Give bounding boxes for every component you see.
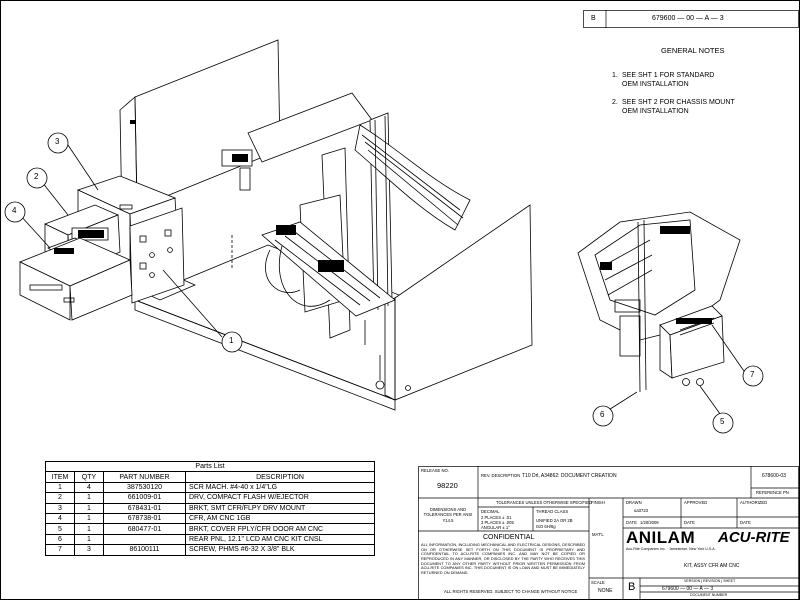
cell-part-number: 678738-01: [103, 512, 186, 525]
thread-class: THREAD CLASS: [536, 509, 569, 514]
brand-anilam: ANILAM: [626, 528, 696, 547]
note-2-line1: SEE SHT 2 FOR CHASSIS MOUNT: [622, 99, 735, 106]
table-row: 6 1 REAR PNL, 12.1" LCD AM CNC KIT CNSL: [45, 533, 375, 546]
callout-2: 2: [34, 172, 39, 181]
finish-label: FINISH: [591, 500, 605, 505]
cell-part-number: 387530120: [103, 481, 186, 494]
tolerances-header: TOLERANCES UNLESS OTHERWISE SPECIFIED: [496, 500, 592, 505]
date-label: DATE: [626, 520, 637, 525]
cell-description: REAR PNL, 12.1" LCD AM CNC KIT CNSL: [185, 533, 375, 546]
cell-part-number: 678431-01: [103, 502, 186, 514]
decimal-2: 3 PLACES ± .005: [481, 520, 514, 525]
company-line: Acu-Rite Companies Inc. · Jamestown, New…: [626, 547, 716, 551]
doc-number: 679600 — 00 — A — 3: [662, 585, 714, 592]
col-description: DESCRIPTION: [185, 471, 375, 483]
doc-number-label: DOCUMENT NUMBER: [690, 592, 728, 597]
cell-qty: 1: [74, 492, 104, 504]
cell-description: BRKT, SMT CFR/FLPY DRV MOUNT: [185, 502, 375, 514]
cell-part-number: 680477-01: [103, 523, 186, 535]
cell-description: CFR, AM CNC 1GB: [185, 512, 375, 525]
cell-part-number: [103, 533, 186, 546]
cell-description: SCR MACH. #4-40 x 1/4"LG: [185, 481, 375, 494]
version-header: VERSION | REVISION | SHEET: [684, 578, 736, 583]
parts-list-table: Parts List ITEM QTY PART NUMBER DESCRIPT…: [45, 460, 375, 556]
cell-item: 5: [45, 523, 75, 535]
date-label-2: DATE: [684, 520, 695, 525]
parts-list-title: Parts List: [45, 460, 375, 473]
callout-4: 4: [12, 206, 17, 215]
cell-description: DRV, COMPACT FLASH W/EJECTOR: [185, 492, 375, 504]
header-rev: B: [591, 15, 596, 22]
brand-acurite: ACU-RITE: [718, 529, 790, 546]
scale-value: NONE: [598, 588, 613, 594]
release-no: 98220: [437, 481, 458, 490]
callout-6: 6: [600, 410, 605, 419]
thread-unified: UNIFIED 2A OR 2B: [536, 518, 573, 523]
decimal-1: 2 PLACES ± .01: [481, 515, 512, 520]
matl-label: MAT'L: [592, 532, 604, 537]
callout-7: 7: [750, 370, 755, 379]
cell-item: 1: [45, 481, 75, 494]
note-1-num: 1.: [612, 72, 618, 79]
col-qty: QTY: [74, 471, 104, 483]
col-part-number: PART NUMBER: [103, 471, 186, 483]
release-no-label: RELEASE NO.: [421, 468, 449, 473]
table-row: 4 1 678738-01 CFR, AM CNC 1GB: [45, 512, 375, 525]
col-item: ITEM: [45, 471, 75, 483]
cell-qty: 1: [74, 512, 104, 525]
cell-part-number: 661009-01: [103, 492, 186, 504]
cell-item: 6: [45, 533, 75, 546]
cell-qty: 1: [74, 533, 104, 546]
callout-5: 5: [720, 417, 725, 426]
note-1-line2: OEM INSTALLATION: [622, 81, 689, 88]
drawn-by: ua3723: [634, 508, 648, 513]
header-doc-number: 679600 — 00 — A — 3: [652, 15, 724, 22]
ref-number: 678600-03: [762, 473, 786, 479]
table-row: 7 3 86100111 SCREW, PHMS #6-32 X 3/8" BL…: [45, 544, 375, 556]
angular: ANGULAR ± 1°: [481, 525, 510, 530]
cell-item: 3: [45, 502, 75, 514]
cell-item: 2: [45, 492, 75, 504]
approved-label: APPROVED: [684, 500, 708, 505]
authorized-label: AUTHORIZED: [740, 500, 768, 505]
cell-qty: 3: [74, 544, 104, 556]
cell-qty: 1: [74, 502, 104, 514]
callout-1: 1: [229, 336, 234, 345]
cell-qty: 1: [74, 523, 104, 535]
drawing-title: KIT, ASSY CFR AM CNC: [684, 563, 740, 569]
drawn-label: DRAWN: [626, 500, 642, 505]
notes-title: GENERAL NOTES: [661, 46, 725, 55]
date-label-3: DATE: [740, 520, 751, 525]
decimal-label: DECIMAL: [481, 509, 500, 514]
table-row: 2 1 661009-01 DRV, COMPACT FLASH W/EJECT…: [45, 492, 375, 504]
table-row: 5 1 680477-01 BRKT, COVER FPLY/CFR DOOR …: [45, 523, 375, 535]
date-value: 1/20/2009: [640, 520, 659, 525]
reference-pn: REFERENCE PN: [756, 490, 789, 495]
size-letter: B: [628, 581, 636, 593]
cell-item: 4: [45, 512, 75, 525]
cell-item: 7: [45, 544, 75, 556]
rights-text: ALL RIGHTS RESERVED. SUBJECT TO CHANGE W…: [444, 589, 578, 594]
cell-description: BRKT, COVER FPLY/CFR DOOR AM CNC: [185, 523, 375, 535]
cell-part-number: 86100111: [103, 544, 186, 556]
rev-desc-label: REV. DESCRIPTION: [481, 473, 521, 478]
table-row: 1 4 387530120 SCR MACH. #4-40 x 1/4"LG: [45, 481, 375, 494]
confidential-title: CONFIDENTIAL: [483, 534, 535, 541]
note-2-num: 2.: [612, 99, 618, 106]
note-2-line2: OEM INSTALLATION: [622, 108, 689, 115]
scale-label: SCALE: [591, 580, 605, 585]
note-1-line1: SEE SHT 1 FOR STANDARD: [622, 72, 715, 79]
cell-description: SCREW, PHMS #6-32 X 3/8" BLK: [185, 544, 375, 556]
dimensions-label: DIMENSIONS AND TOLERANCES PER ANSI Y14.5: [423, 507, 473, 523]
confidential-text: ALL INFORMATION, INCLUDING MECHANICAL AN…: [421, 542, 585, 576]
callout-3: 3: [55, 137, 60, 146]
cell-qty: 4: [74, 481, 104, 494]
rev-desc: T10 Drl, A34862: DOCUMENT CREATION: [522, 473, 617, 479]
thread-iso: ISO 6H/6g: [536, 524, 556, 529]
table-row: 3 1 678431-01 BRKT, SMT CFR/FLPY DRV MOU…: [45, 502, 375, 514]
